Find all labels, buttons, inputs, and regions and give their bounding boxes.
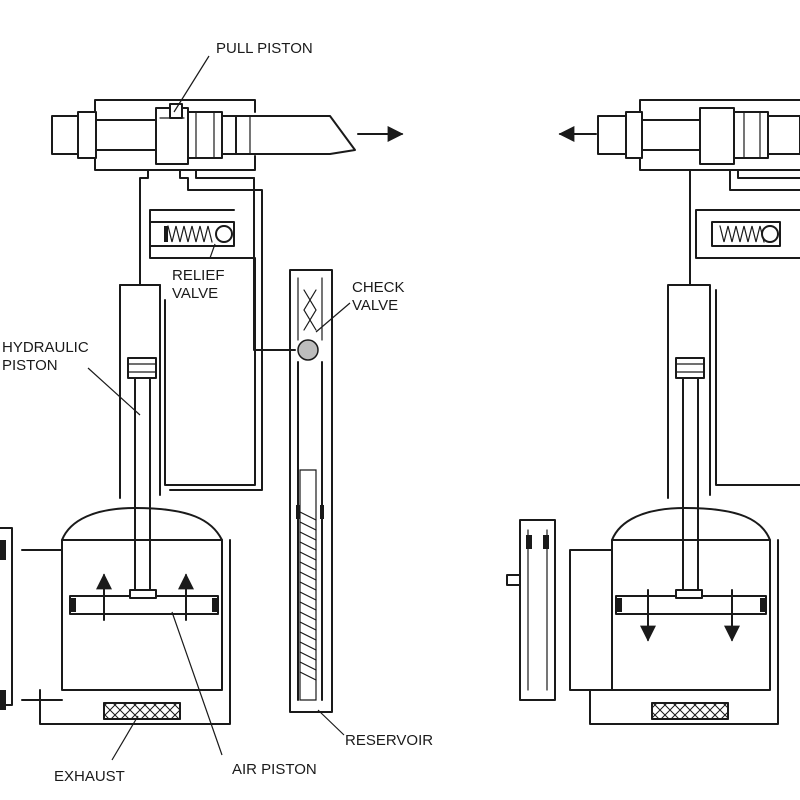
label-relief-valve-line2: VALVE xyxy=(172,285,218,302)
right-assembly xyxy=(506,99,800,725)
label-hydraulic-piston-line2: PISTON xyxy=(2,357,58,374)
left-assembly xyxy=(0,99,404,725)
label-reservoir: RESERVOIR xyxy=(345,732,433,749)
label-check-valve-line2: VALVE xyxy=(352,297,398,314)
label-hydraulic-piston-line1: HYDRAULIC xyxy=(2,339,89,356)
label-air-piston: AIR PISTON xyxy=(232,761,317,778)
hydraulic-cylinder xyxy=(119,257,256,601)
air-cylinder-right xyxy=(506,507,779,725)
labels: PULL PISTON RELIEF VALVE CHECK VALVE HYD… xyxy=(2,40,433,785)
relief-valve-right xyxy=(711,221,781,247)
hydraulic-passage-right xyxy=(689,169,800,286)
hydraulic-cylinder-right xyxy=(667,284,800,601)
label-check-valve-line1: CHECK xyxy=(352,279,405,296)
pull-piston-head-right xyxy=(597,99,800,171)
hydraulic-passage xyxy=(139,169,296,491)
air-cylinder xyxy=(0,507,231,725)
label-pull-piston: PULL PISTON xyxy=(216,40,313,57)
pull-piston-head xyxy=(51,99,356,171)
reservoir-column xyxy=(289,269,333,713)
label-exhaust: EXHAUST xyxy=(54,768,125,785)
label-relief-valve-line1: RELIEF xyxy=(172,267,225,284)
relief-valve xyxy=(149,209,255,259)
